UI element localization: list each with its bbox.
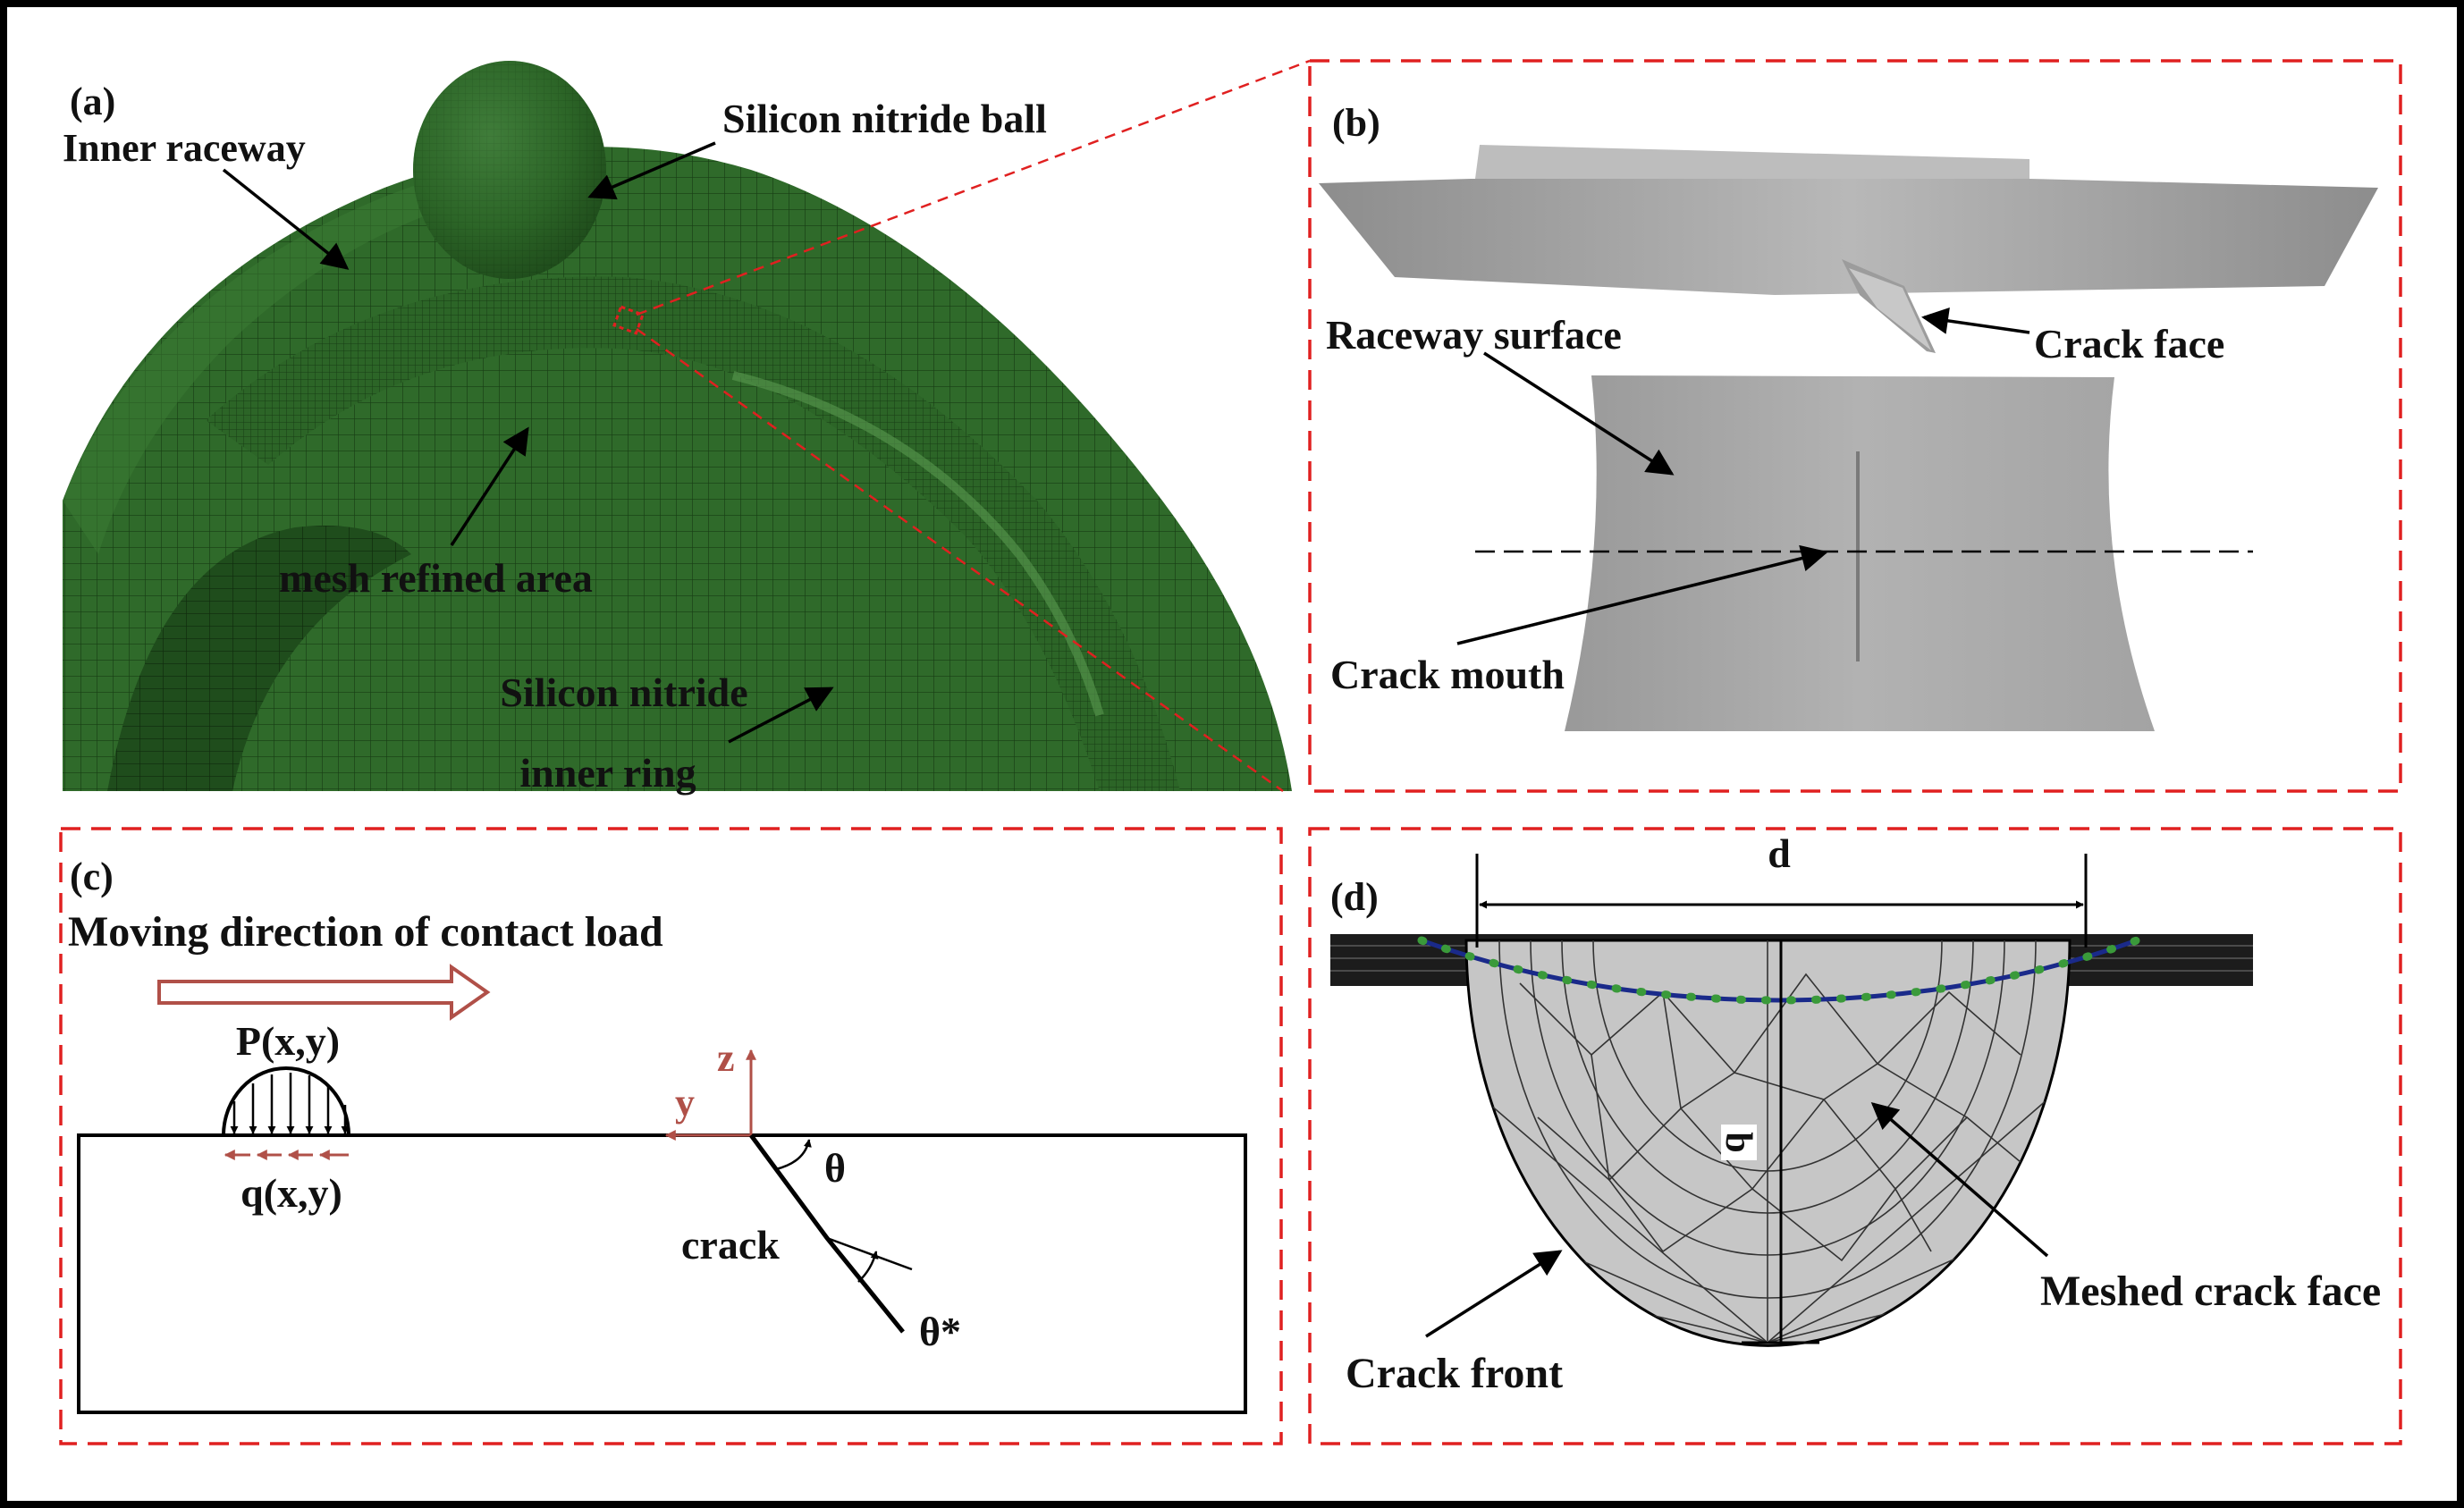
inner-raceway-label: Inner raceway — [63, 126, 306, 170]
inner-raceway-arrow — [222, 168, 350, 270]
panel-c: (c) Moving direction of contact load P(x… — [59, 827, 1283, 1445]
mesh-area-label: mesh refined area — [279, 555, 593, 601]
pressure-arrows — [230, 1073, 350, 1134]
theta-arc — [775, 1139, 812, 1171]
panel-b-tag: (b) — [1332, 101, 1380, 145]
theta-star-arc — [857, 1251, 879, 1283]
ring-bore — [107, 526, 411, 791]
crack-front-label: Crack front — [1346, 1350, 1563, 1397]
panel-d-border — [1308, 827, 2402, 1445]
theta-label: θ — [824, 1145, 846, 1191]
crack-face-arrow — [1921, 307, 2030, 334]
y-axis-label: y — [675, 1081, 695, 1125]
crack-mouth-label: Crack mouth — [1330, 652, 1565, 697]
raceway-surface-arrow — [1483, 351, 1675, 476]
inner-ring-label-1: Silicon nitride — [500, 670, 747, 715]
crack-location-marker — [612, 305, 645, 335]
ball-mesh — [413, 61, 606, 279]
inner-ring-label-2: inner ring — [519, 750, 696, 796]
top-block-front — [1319, 179, 2378, 295]
top-block-top — [1475, 145, 2029, 179]
crack-face-label: Crack face — [2034, 321, 2224, 366]
moving-direction-label: Moving direction of contact load — [68, 908, 663, 956]
crack-front-dots — [1417, 936, 2141, 1005]
inner-ring-arrow — [728, 687, 834, 744]
meshed-face-arrow — [1870, 1102, 2049, 1258]
panel-d-tag: (d) — [1330, 875, 1379, 919]
dim-b-label: b — [1717, 1132, 1759, 1152]
crack-label: crack — [681, 1222, 780, 1268]
zoom-line-bottom — [636, 327, 1284, 793]
dim-d-label: d — [1768, 830, 1791, 876]
pressure-dome — [222, 1066, 350, 1136]
panel-c-border — [59, 827, 1283, 1445]
half-space-body — [77, 1133, 1247, 1414]
panel-c-tag: (c) — [70, 855, 114, 898]
dim-b-label-box — [1721, 1125, 1757, 1160]
raceway-surface-label: Raceway surface — [1326, 312, 1622, 358]
mesh-area-arrow — [450, 426, 529, 546]
moving-direction-arrow — [157, 964, 491, 1021]
zoom-line-top — [636, 59, 1311, 316]
z-axis-label: z — [717, 1036, 735, 1080]
raceway-highlight — [731, 371, 1104, 717]
ball-arrow — [587, 141, 716, 200]
panel-a-tag: (a) — [70, 80, 115, 123]
pressure-label: P(x,y) — [236, 1018, 340, 1064]
theta-star-label: θ* — [919, 1309, 961, 1354]
shear-label: q(x,y) — [240, 1170, 342, 1216]
theta-star-ref — [826, 1236, 913, 1271]
panel-d: (d) — [1308, 827, 2402, 1445]
inner-ring-body — [63, 147, 1292, 791]
raceway-groove — [206, 276, 1180, 791]
crack-mouth-arrow — [1456, 544, 1828, 645]
crack-face-light — [1849, 268, 1931, 350]
panel-b: (b) Crack face Raceway surface Crack mou… — [1308, 59, 2402, 793]
crack-front-arrow — [1425, 1250, 1563, 1338]
ball-label: Silicon nitride ball — [722, 96, 1047, 141]
meshed-face-label: Meshed crack face — [2040, 1268, 2381, 1315]
panel-a: (a) Inner raceway Silicon nitride ball m… — [63, 61, 1292, 796]
